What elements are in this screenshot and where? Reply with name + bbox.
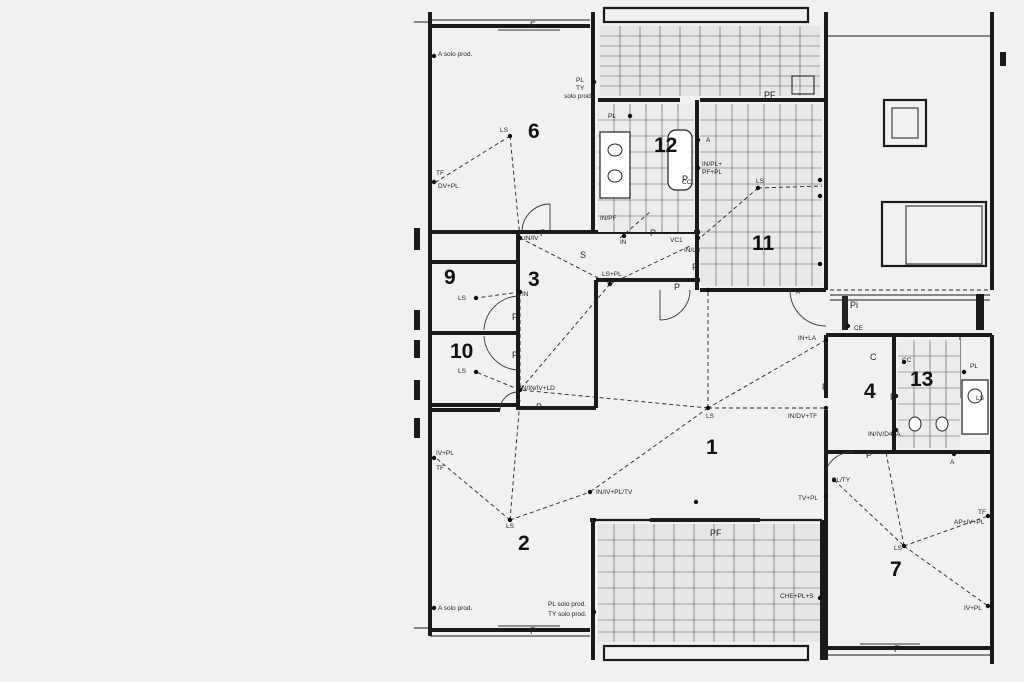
svg-text:P: P xyxy=(512,350,518,360)
label-tf-2: TF xyxy=(436,465,444,472)
label-tvpl: TV+PL xyxy=(798,495,818,502)
label-in-hall: IN xyxy=(620,239,627,246)
label-pl-12: PL xyxy=(608,113,616,120)
room-number-12: 12 xyxy=(654,134,677,157)
label-ls-11: LS xyxy=(756,178,765,185)
label-pl-solo-bottom: PL solo prod. xyxy=(548,601,586,608)
terrace-top-tiles xyxy=(600,26,820,96)
room-number-4: 4 xyxy=(864,380,876,403)
label-apivpl-7: AP+IV+PL xyxy=(954,519,985,526)
label-ls-13: LS xyxy=(976,395,985,402)
svg-text:P: P xyxy=(650,228,656,238)
label-tf-6: TF xyxy=(436,170,444,177)
label-dvpl-6: DV+PL xyxy=(438,183,459,190)
label-ivpl-2: IV+PL xyxy=(436,450,454,457)
svg-text:P: P xyxy=(512,312,518,322)
svg-text:P: P xyxy=(692,262,698,272)
label-in-10: IN/IN/IV+LD xyxy=(520,385,555,392)
outlet-dots xyxy=(431,53,991,615)
label-asolo-bottom: A solo prod. xyxy=(438,605,473,612)
letter-pf-top: PF xyxy=(764,90,776,100)
label-cc-12: CC xyxy=(682,179,692,186)
svg-text:P: P xyxy=(822,382,828,392)
letter-f-bottom: F xyxy=(530,626,536,636)
label-ivdvpl: IN/IV+PL/TV xyxy=(596,489,633,496)
svg-text:P: P xyxy=(540,228,546,238)
label-pfpl-12: PF+PL xyxy=(702,169,722,176)
letter-s: S xyxy=(580,250,586,260)
label-ls-1: LS xyxy=(706,413,715,420)
label-a-12: A xyxy=(706,137,711,144)
room-number-1: 1 xyxy=(706,436,718,459)
electrical-annotations: A solo prod. LS TF DV+PL PL TY solo prod… xyxy=(436,51,986,618)
label-ivpf: IN/PF xyxy=(600,215,617,222)
doors xyxy=(483,29,920,645)
label-vc1: VC1 xyxy=(670,237,683,244)
letter-c: C xyxy=(870,352,877,362)
letter-f-top: F xyxy=(530,20,536,30)
label-ty-solo-bottom: TY solo prod. xyxy=(548,611,587,618)
label-pl-13: PL xyxy=(970,363,978,370)
room-number-3: 3 xyxy=(528,268,540,291)
room-number-6: 6 xyxy=(528,120,540,143)
room-numbers: 6 12 11 9 3 10 13 4 1 2 7 xyxy=(444,120,933,581)
label-inla: IN+LA xyxy=(798,335,817,342)
label-ls-2: LS xyxy=(506,523,515,530)
room-number-10: 10 xyxy=(450,340,473,363)
wiring-lines xyxy=(435,84,989,607)
svg-text:P: P xyxy=(536,402,542,412)
svg-text:P: P xyxy=(682,174,688,184)
label-cc-13: CC xyxy=(902,357,912,364)
label-ivpl-12: IN/PL+ xyxy=(702,161,722,168)
bathroom-13-tiles xyxy=(898,340,989,448)
label-ls-9: LS xyxy=(458,295,467,302)
area-letters: S C Pi PF PF F F F P P P P P P P P P P P xyxy=(512,20,900,654)
label-ls-6: LS xyxy=(500,127,509,134)
label-plty-7: PL/TY xyxy=(832,477,851,484)
letter-pf-bottom: PF xyxy=(710,528,722,538)
label-ivpl-7: IV+PL xyxy=(964,605,982,612)
svg-text:P: P xyxy=(674,282,680,292)
label-a-13: A xyxy=(950,459,955,466)
label-asolo-top: A solo prod. xyxy=(438,51,473,58)
letter-f-right: F xyxy=(894,644,900,654)
label-pl-top: PL xyxy=(576,77,584,84)
bathroom-12-tiles xyxy=(598,104,694,232)
room-number-7: 7 xyxy=(890,558,902,581)
label-in-9: IN xyxy=(522,291,529,298)
label-ce: CE xyxy=(854,325,864,332)
svg-text:P: P xyxy=(866,450,872,460)
label-ind4: IN/IV/D4LA xyxy=(868,431,901,438)
label-che: CHE+PL+S xyxy=(780,593,814,600)
svg-text:P: P xyxy=(890,392,896,402)
label-solo-top: solo prod. xyxy=(564,93,593,100)
label-indv: IN/DV+TF xyxy=(788,413,817,420)
room-number-13: 13 xyxy=(910,368,933,391)
label-a-ai: A xyxy=(796,289,801,296)
room-number-9: 9 xyxy=(444,266,456,289)
room-number-2: 2 xyxy=(518,532,530,555)
label-ls-7: LS xyxy=(894,545,903,552)
label-lspl-3: LS+PL xyxy=(602,271,622,278)
label-iniv: IN/IV xyxy=(524,235,539,242)
letter-pi: Pi xyxy=(850,300,858,310)
label-tf-7: TF xyxy=(978,509,986,516)
label-ls-10: LS xyxy=(458,368,467,375)
terrace-bottom-tiles xyxy=(598,524,820,642)
label-ty-top: TY xyxy=(576,85,585,92)
kitchen-tiles xyxy=(700,104,822,286)
label-inlb: IN/LB xyxy=(684,247,700,254)
room-number-11: 11 xyxy=(752,232,775,255)
